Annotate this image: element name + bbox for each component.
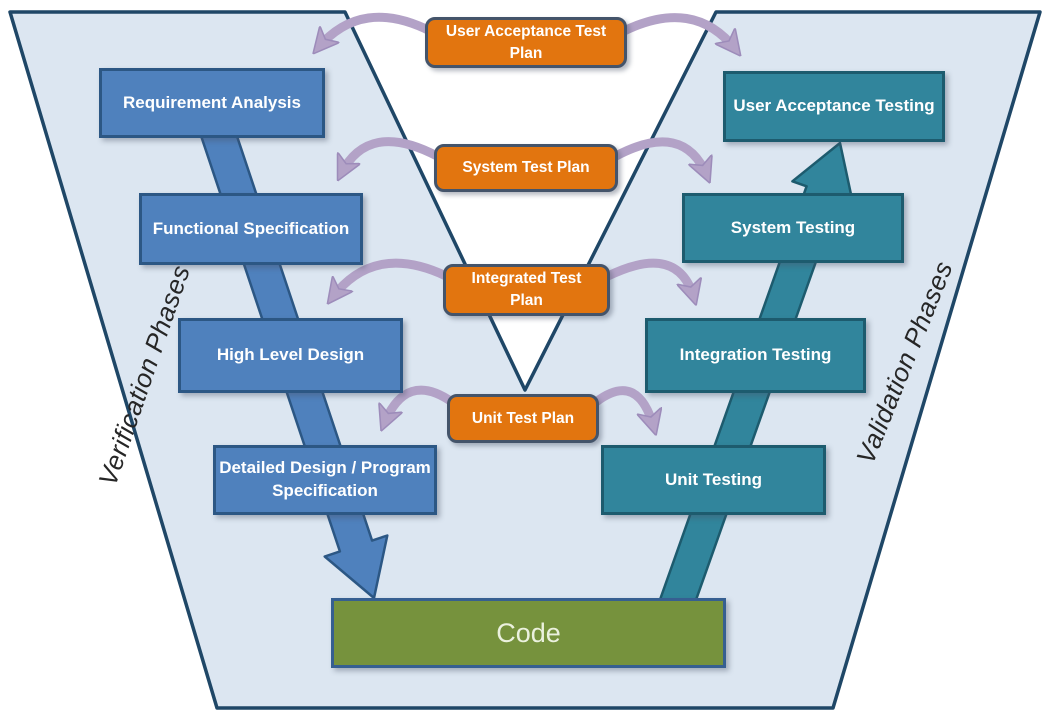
plan-link-arrow-icon-unit-right <box>593 386 654 428</box>
testing-box-unit-testing: Unit Testing <box>601 445 826 515</box>
plan-link-arrow-icon-sys-left <box>341 137 440 174</box>
phase-box-requirement-analysis: Requirement Analysis <box>99 68 325 138</box>
plan-link-arrow-icon-int-right <box>606 258 694 298</box>
plan-link-arrow-icon-uat-right <box>619 13 736 50</box>
plan-link-arrow-icon-unit-left <box>384 385 455 424</box>
testing-box-integration-testing: Integration Testing <box>645 318 866 393</box>
test-plan-box-user-acceptance: User Acceptance Test Plan <box>425 17 627 68</box>
phase-box-functional-specification: Functional Specification <box>139 193 363 265</box>
phase-box-high-level-design: High Level Design <box>178 318 403 393</box>
test-plan-box-integrated: Integrated Test Plan <box>443 264 610 316</box>
v-panel <box>8 10 1042 710</box>
plan-link-arrow-icon-uat-left <box>318 12 435 48</box>
testing-box-user-acceptance-testing: User Acceptance Testing <box>723 71 945 142</box>
testing-box-system-testing: System Testing <box>682 193 904 263</box>
code-box: Code <box>331 598 726 668</box>
test-plan-box-system: System Test Plan <box>434 144 618 192</box>
plan-link-arrow-icon-sys-right <box>613 137 707 176</box>
test-plan-box-unit: Unit Test Plan <box>447 394 599 443</box>
plan-link-arrow-icon-int-left <box>332 258 448 298</box>
phase-box-detailed-design: Detailed Design / Program Specification <box>213 445 437 515</box>
